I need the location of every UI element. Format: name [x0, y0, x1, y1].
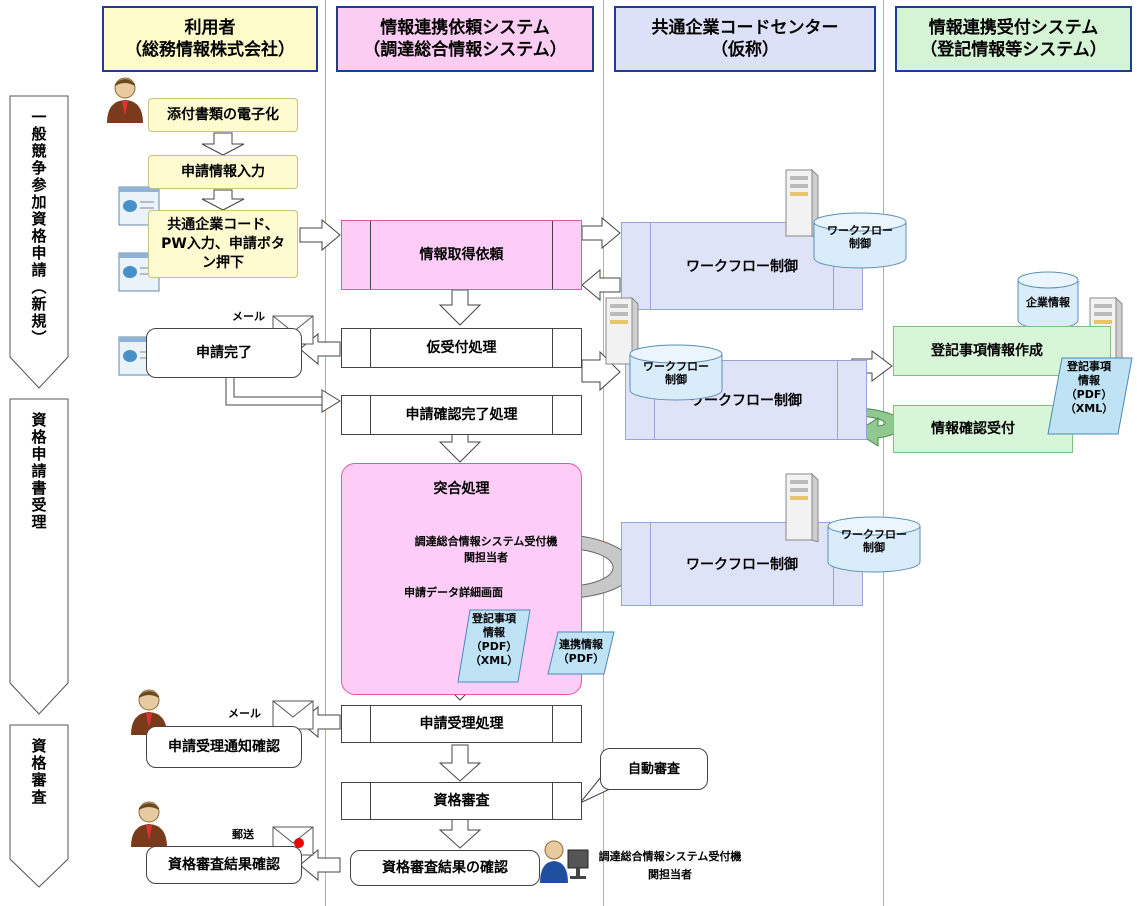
- phase-acceptance: 資格申請書受理: [8, 398, 70, 716]
- mail-icon: [272, 700, 314, 730]
- request-step: 情報取得依頼: [341, 220, 582, 290]
- accept-process-step: 申請受理処理: [341, 705, 582, 743]
- database-icon: [827, 516, 921, 573]
- operator2-label: 調達総合情報システム受付機関担当者: [598, 850, 742, 881]
- link-doc-line2: （PDF）: [557, 652, 605, 665]
- lane-header-system: 情報連携依頼システム （調達総合情報システム）: [336, 6, 594, 72]
- review-step: 資格審査: [341, 782, 582, 820]
- lane-header-receiver: 情報連携受付システム （登記情報等システム）: [895, 6, 1132, 72]
- database-label-line2: 制御: [863, 541, 885, 554]
- registry-doc-line1: 登記事項: [472, 612, 516, 625]
- mail-label: メール: [232, 310, 265, 323]
- digitize-step: 添付書類の電子化: [148, 98, 298, 132]
- registry-doc-receiver-line2: 情報: [1078, 374, 1100, 387]
- temp-accept-step: 仮受付処理: [341, 328, 582, 368]
- person-icon: [131, 801, 167, 847]
- accept-notice-step: 申請受理通知確認: [146, 726, 302, 768]
- confirm-complete-step: 申請確認完了処理: [341, 395, 582, 435]
- lane-header-receiver-line2: （登記情報等システム）: [920, 40, 1107, 60]
- server-icon: [605, 296, 639, 366]
- server-icon: [785, 168, 819, 238]
- lane-header-user-line1: 利用者: [184, 18, 236, 38]
- lane-divider: [603, 0, 604, 906]
- input-info-step: 申請情報入力: [148, 155, 298, 189]
- lane-header-user-line2: （総務情報株式会社）: [125, 40, 295, 60]
- registry-doc-line3: （PDF）: [470, 640, 518, 653]
- detail-screen-label: 申請データ詳細画面: [404, 586, 503, 599]
- complete-step: 申請完了: [146, 328, 302, 378]
- post-label: 郵送: [232, 828, 254, 841]
- match-container: 突合処理: [341, 463, 582, 695]
- lane-header-center-line1: 共通企業コードセンター: [651, 18, 839, 38]
- link-doc: 連携情報 （PDF）: [554, 638, 608, 666]
- lane-header-receiver-line1: 情報連携受付システム: [928, 18, 1099, 38]
- screen-icon: [118, 252, 160, 292]
- database-label: ワークフロー 制御: [812, 224, 908, 250]
- lane-header-system-line2: （調達総合情報システム）: [363, 40, 567, 60]
- auto-review-callout: 自動審査: [600, 748, 708, 790]
- database-label-line1: ワークフロー: [643, 360, 709, 373]
- registry-doc-receiver-line3: （PDF）: [1065, 388, 1113, 401]
- lane-header-center-line2: （仮称）: [711, 40, 779, 60]
- database-label-line2: 制御: [665, 373, 687, 386]
- link-doc-line1: 連携情報: [559, 638, 603, 651]
- input-code-step: 共通企業コード、PW入力、申請ボタン押下: [148, 210, 298, 278]
- person-icon: [107, 77, 143, 123]
- registry-doc-line2: 情報: [483, 626, 505, 639]
- workflow-box-3: ワークフロー制御: [621, 522, 863, 606]
- info-confirm-step: 情報確認受付: [893, 405, 1073, 453]
- match-title: 突合処理: [433, 481, 490, 497]
- operator-label: 調達総合情報システム受付機関担当者: [414, 535, 558, 564]
- database-icon: [813, 212, 907, 269]
- registry-doc-receiver-line1: 登記事項: [1067, 360, 1111, 373]
- registry-doc-receiver-line4: （XML）: [1064, 402, 1114, 415]
- phase-review: 資格審査: [8, 724, 70, 889]
- phase-application: 一般競争参加資格申請（新規）: [8, 95, 70, 390]
- lane-divider: [883, 0, 884, 906]
- registry-doc-shape: [1047, 357, 1133, 435]
- phase-review-label: 資格審査: [29, 738, 48, 806]
- server-icon: [785, 472, 819, 542]
- database-icon: [629, 344, 723, 401]
- registry-doc-receiver: 登記事項 情報 （PDF） （XML）: [1058, 360, 1120, 416]
- lane-divider: [325, 0, 326, 906]
- phase-acceptance-label: 資格申請書受理: [29, 412, 48, 531]
- database-icon: [1017, 271, 1079, 330]
- review-confirm-step: 資格審査結果の確認: [350, 850, 540, 886]
- registry-doc-line4: （XML）: [469, 654, 519, 667]
- result-confirm-step: 資格審査結果確認: [146, 846, 302, 884]
- database-label-line1: ワークフロー: [841, 528, 907, 541]
- registry-doc: 登記事項 情報 （PDF） （XML）: [466, 612, 522, 668]
- lane-header-center: 共通企業コードセンター （仮称）: [614, 6, 876, 72]
- database-label: ワークフロー 制御: [826, 528, 922, 554]
- database-label-line2: 制御: [849, 237, 871, 250]
- company-info-label: 企業情報: [1026, 296, 1070, 309]
- database-label: ワークフロー 制御: [628, 360, 724, 386]
- mail-label: メール: [228, 707, 261, 720]
- database-label-line1: ワークフロー: [827, 224, 893, 237]
- operator-icon: [540, 840, 589, 883]
- phase-application-label: 一般競争参加資格申請（新規）: [29, 109, 48, 347]
- lane-header-user: 利用者 （総務情報株式会社）: [102, 6, 318, 72]
- link-doc-shape: [547, 631, 615, 675]
- registry-doc-shape: [457, 609, 531, 683]
- lane-header-system-line1: 情報連携依頼システム: [380, 18, 550, 38]
